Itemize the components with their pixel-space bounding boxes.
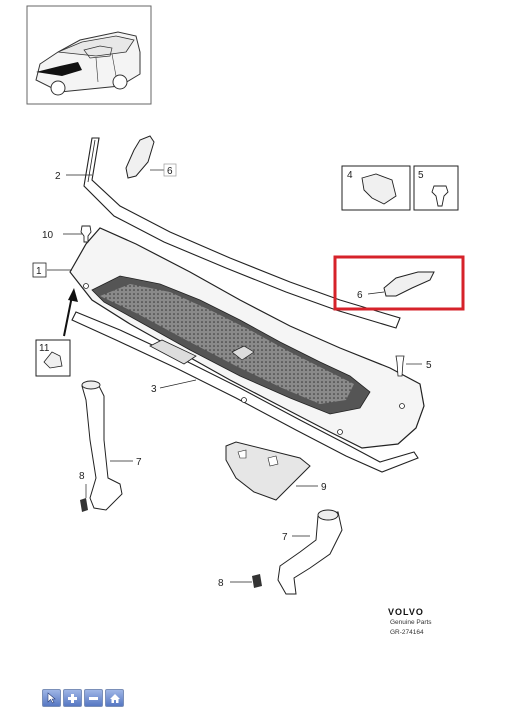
car-thumbnail: [26, 5, 152, 105]
callout-7-left: 7: [136, 457, 142, 468]
callout-8-right: 8: [218, 578, 224, 589]
part-bracket-top: [125, 135, 155, 179]
home-icon[interactable]: [105, 689, 124, 707]
part-hose-left: [80, 380, 123, 512]
callout-1-box: [32, 262, 47, 278]
callout-4: 4: [347, 170, 353, 181]
leader-lines: [47, 169, 422, 583]
callout-8-left: 8: [79, 471, 85, 482]
part-11-box: [35, 288, 78, 377]
part-hose-right: [252, 509, 343, 595]
callout-6-top-box: [163, 163, 177, 177]
callout-5-screw: 5: [426, 360, 432, 371]
zoom-out-icon[interactable]: [84, 689, 103, 707]
diagram-code: GR-274164: [390, 629, 424, 636]
highlight-part-6: [333, 255, 465, 311]
pointer-icon[interactable]: [42, 689, 61, 707]
callout-1: 1: [36, 266, 42, 277]
part-5-box: [413, 165, 459, 211]
callout-3: 3: [151, 384, 157, 395]
callout-6-top: 6: [167, 166, 173, 177]
callout-5-box: 5: [418, 170, 424, 181]
callout-10: 10: [42, 230, 54, 241]
callout-11: 11: [39, 343, 50, 354]
part-9-panel: [225, 441, 311, 501]
callout-2: 2: [55, 171, 61, 182]
part-cowl-panel: [69, 227, 425, 449]
brand-logo: VOLVO: [388, 607, 424, 617]
part-lower-seal: [71, 311, 419, 473]
diagram-toolbar: [42, 689, 124, 707]
callout-9: 9: [321, 482, 327, 493]
part-5-screw: [395, 355, 405, 377]
zoom-in-icon[interactable]: [63, 689, 82, 707]
brand-subtitle: Genuine Parts: [390, 619, 432, 626]
callout-7-right: 7: [282, 532, 288, 543]
part-4-box: [341, 165, 411, 211]
part-10-screw: [80, 225, 92, 243]
callout-6-highlight: 6: [357, 290, 363, 301]
